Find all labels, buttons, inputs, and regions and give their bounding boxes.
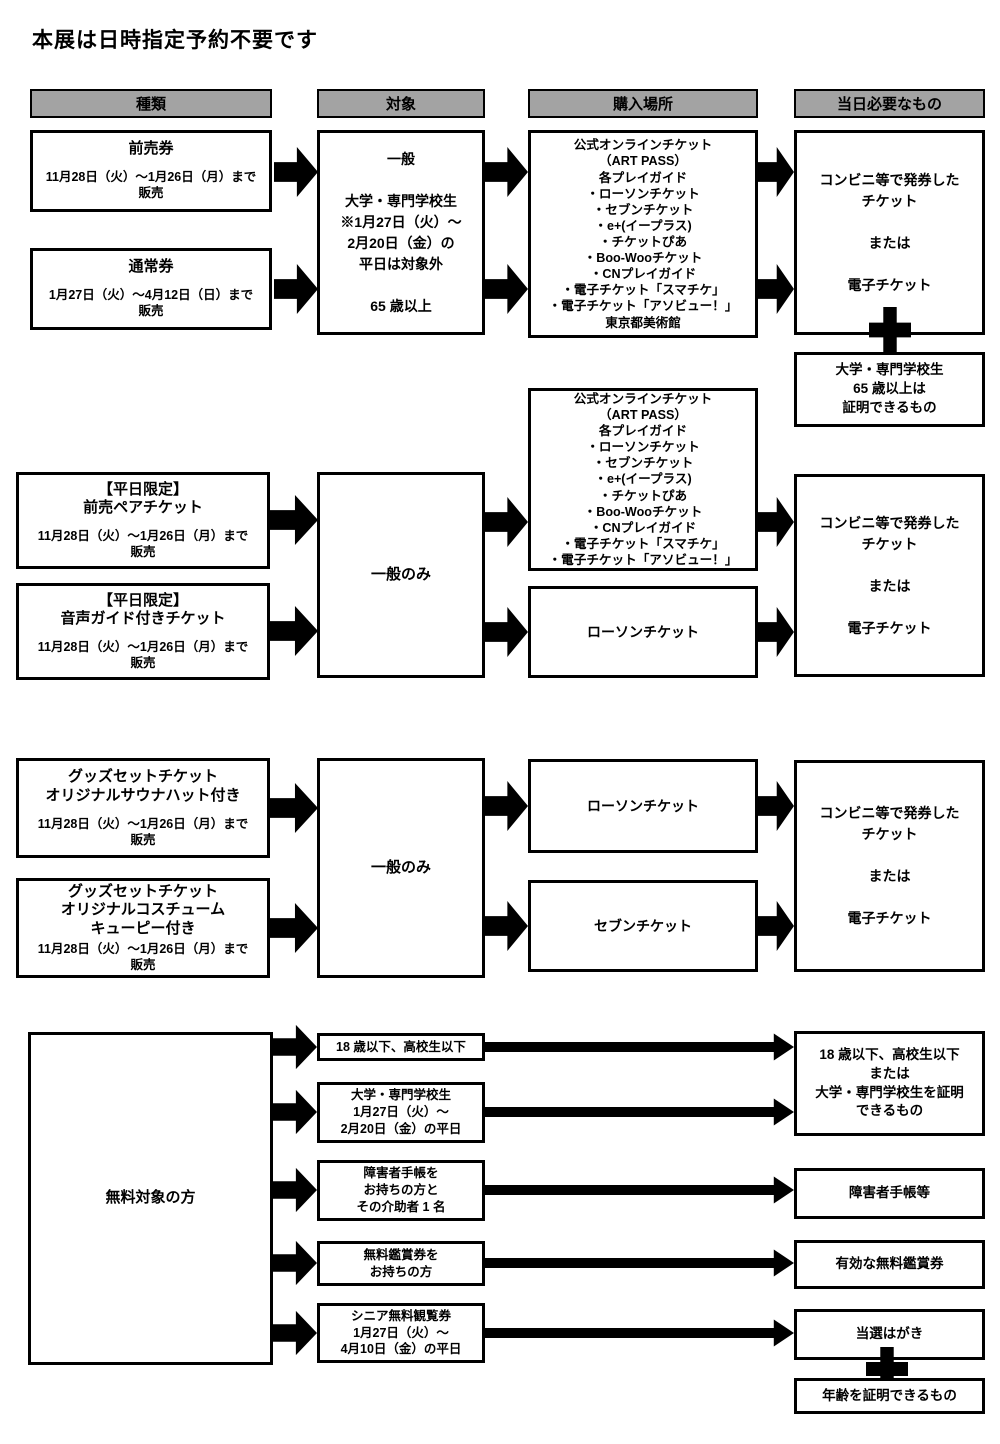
purchase-place-box-lawson: ローソンチケット bbox=[528, 586, 758, 678]
flow-arrow-long-icon bbox=[483, 1033, 794, 1061]
purchase-place-text: ローソンチケット bbox=[587, 623, 699, 640]
free-category-text: シニア無料観覧券 1月27日（火）～ 4月10日（金）の平日 bbox=[340, 1308, 462, 1357]
free-proof-box-student: 18 歳以下、高校生以下 または 大学・専門学校生を証明 できるもの bbox=[794, 1031, 985, 1136]
flow-arrow-icon bbox=[270, 495, 318, 545]
flow-arrow-icon bbox=[485, 147, 528, 197]
free-category-box-disability: 障害者手帳を お持ちの方と その介助者 1 名 bbox=[317, 1160, 485, 1221]
required-items-text: コンビニ等で発券した チケット または 電子チケット bbox=[819, 805, 960, 926]
flow-arrow-icon bbox=[758, 781, 794, 831]
free-proof-text: 18 歳以下、高校生以下 または 大学・専門学校生を証明 できるもの bbox=[815, 1046, 964, 1119]
free-proof-text: 当選はがき bbox=[855, 1326, 924, 1342]
flow-arrow-long-icon bbox=[483, 1319, 794, 1347]
required-items-box: コンビニ等で発券した チケット または 電子チケット bbox=[794, 474, 985, 677]
flow-arrow-icon bbox=[273, 1167, 317, 1213]
ticket-title: 【平日限定】 音声ガイド付きチケット bbox=[60, 591, 226, 628]
flow-arrow-icon bbox=[270, 903, 318, 953]
column-header-needed: 当日必要なもの bbox=[794, 89, 985, 118]
flow-arrow-icon bbox=[270, 606, 318, 656]
flow-arrow-icon bbox=[273, 1310, 317, 1356]
free-proof-text: 有効な無料鑑賞券 bbox=[835, 1256, 944, 1272]
target-text: 一般のみ bbox=[370, 565, 431, 583]
ticket-period: 11月28日（火）～1月26日（月）まで 販売 bbox=[45, 170, 257, 201]
required-items-text: コンビニ等で発券した チケット または 電子チケット bbox=[819, 171, 960, 293]
flow-arrow-icon bbox=[485, 781, 528, 831]
ticket-title: 前売券 bbox=[128, 140, 174, 158]
ticket-title: グッズセットチケット オリジナルサウナハット付き bbox=[45, 768, 241, 804]
free-category-text: 障害者手帳を お持ちの方と その介助者 1 名 bbox=[356, 1166, 446, 1214]
free-category-box-senior: シニア無料観覧券 1月27日（火）～ 4月10日（金）の平日 bbox=[317, 1303, 485, 1363]
purchase-place-box-main: 公式オンラインチケット （ART PASS） 各プレイガイド ・ローソンチケット… bbox=[528, 130, 758, 338]
flow-arrow-icon bbox=[273, 1024, 317, 1070]
flow-arrow-icon bbox=[273, 1089, 317, 1135]
flow-arrow-icon bbox=[485, 901, 528, 951]
ticket-title: 【平日限定】 前売ペアチケット bbox=[83, 480, 203, 517]
ticket-title: 通常券 bbox=[128, 258, 174, 276]
required-proof-text: 大学・専門学校生 65 歳以上は 証明できるもの bbox=[835, 362, 944, 415]
free-proof-text: 年齢を証明できるもの bbox=[822, 1387, 957, 1403]
required-items-text: コンビニ等で発券した チケット または 電子チケット bbox=[819, 514, 960, 636]
purchase-place-text: セブンチケット bbox=[594, 917, 692, 934]
target-box-general: 一般 大学・専門学校生 ※1月27日（火）～ 2月20日（金）の 平日は対象外 … bbox=[317, 130, 485, 335]
flow-arrow-icon bbox=[274, 147, 318, 197]
free-category-box-freeticket: 無料鑑賞券を お持ちの方 bbox=[317, 1241, 485, 1286]
column-header-target: 対象 bbox=[317, 89, 485, 118]
ticket-box-regular: 通常券 1月27日（火）～4月12日（日）まで 販売 bbox=[30, 248, 272, 330]
required-items-box: コンビニ等で発券した チケット または 電子チケット bbox=[794, 760, 985, 972]
flow-arrow-icon bbox=[758, 147, 794, 197]
free-admission-box: 無料対象の方 bbox=[28, 1032, 273, 1365]
flow-arrow-long-icon bbox=[483, 1098, 794, 1126]
flow-arrow-icon bbox=[758, 607, 794, 657]
purchase-place-list: 公式オンラインチケット （ART PASS） 各プレイガイド ・ローソンチケット… bbox=[548, 391, 738, 567]
ticket-period: 11月28日（火）～1月26日（月）まで 販売 bbox=[37, 529, 249, 560]
target-box-general-only: 一般のみ bbox=[317, 472, 485, 678]
ticket-box-advance: 前売券 11月28日（火）～1月26日（月）まで 販売 bbox=[30, 130, 272, 212]
free-category-text: 無料鑑賞券を お持ちの方 bbox=[363, 1247, 439, 1279]
free-category-text: 大学・専門学校生 1月27日（火）～ 2月20日（金）の平日 bbox=[340, 1088, 462, 1136]
required-proof-box: 大学・専門学校生 65 歳以上は 証明できるもの bbox=[794, 352, 985, 427]
required-items-box: コンビニ等で発券した チケット または 電子チケット bbox=[794, 130, 985, 335]
ticket-box-goods-kewpie: グッズセットチケット オリジナルコスチューム キューピー付き 11月28日（火）… bbox=[16, 878, 270, 978]
ticket-box-goods-saunahat: グッズセットチケット オリジナルサウナハット付き 11月28日（火）～1月26日… bbox=[16, 758, 270, 858]
flow-arrow-icon bbox=[758, 901, 794, 951]
target-text: 一般 大学・専門学校生 ※1月27日（火）～ 2月20日（金）の 平日は対象外 … bbox=[340, 150, 462, 314]
ticket-box-weekday-audioguide: 【平日限定】 音声ガイド付きチケット 11月28日（火）～1月26日（月）まで … bbox=[16, 583, 270, 680]
free-category-box-under18: 18 歳以下、高校生以下 bbox=[317, 1033, 485, 1061]
page-title: 本展は日時指定予約不要です bbox=[32, 29, 318, 52]
flow-arrow-icon bbox=[485, 497, 528, 547]
column-header-place: 購入場所 bbox=[528, 89, 758, 118]
flow-arrow-long-icon bbox=[483, 1176, 794, 1204]
purchase-place-text: ローソンチケット bbox=[587, 797, 699, 814]
flow-arrow-icon bbox=[273, 1240, 317, 1286]
free-category-text: 18 歳以下、高校生以下 bbox=[336, 1039, 466, 1054]
free-category-box-university: 大学・専門学校生 1月27日（火）～ 2月20日（金）の平日 bbox=[317, 1082, 485, 1143]
flow-arrow-icon bbox=[270, 783, 318, 833]
ticket-period: 1月27日（火）～4月12日（日）まで 販売 bbox=[48, 288, 254, 319]
purchase-place-list: 公式オンラインチケット （ART PASS） 各プレイガイド ・ローソンチケット… bbox=[548, 138, 738, 330]
flow-arrow-icon bbox=[274, 264, 318, 314]
purchase-place-box-main: 公式オンラインチケット （ART PASS） 各プレイガイド ・ローソンチケット… bbox=[528, 388, 758, 571]
free-proof-box-freeticket: 有効な無料鑑賞券 bbox=[794, 1240, 985, 1289]
flow-arrow-icon bbox=[758, 264, 794, 314]
ticket-title: グッズセットチケット オリジナルコスチューム キューピー付き bbox=[60, 882, 226, 938]
ticket-period: 11月28日（火）～1月26日（月）まで 販売 bbox=[37, 816, 249, 847]
ticket-period: 11月28日（火）～1月26日（月）まで 販売 bbox=[37, 941, 249, 973]
target-text: 一般のみ bbox=[370, 858, 431, 876]
ticket-period: 11月28日（火）～1月26日（月）まで 販売 bbox=[37, 640, 249, 671]
flow-arrow-long-icon bbox=[483, 1249, 794, 1277]
target-box-general-only: 一般のみ bbox=[317, 758, 485, 978]
flow-arrow-icon bbox=[485, 264, 528, 314]
free-proof-text: 障害者手帳等 bbox=[849, 1185, 930, 1201]
free-proof-box-disability: 障害者手帳等 bbox=[794, 1168, 985, 1219]
ticket-box-weekday-pair: 【平日限定】 前売ペアチケット 11月28日（火）～1月26日（月）まで 販売 bbox=[16, 472, 270, 569]
column-header-kind: 種類 bbox=[30, 89, 272, 118]
free-proof-box-age: 年齢を証明できるもの bbox=[794, 1378, 985, 1414]
purchase-place-box-lawson: ローソンチケット bbox=[528, 759, 758, 853]
flow-arrow-icon bbox=[485, 607, 528, 657]
free-admission-label: 無料対象の方 bbox=[105, 1189, 196, 1207]
purchase-place-box-seven: セブンチケット bbox=[528, 880, 758, 972]
free-proof-box-postcard: 当選はがき bbox=[794, 1309, 985, 1360]
flow-arrow-icon bbox=[758, 497, 794, 547]
